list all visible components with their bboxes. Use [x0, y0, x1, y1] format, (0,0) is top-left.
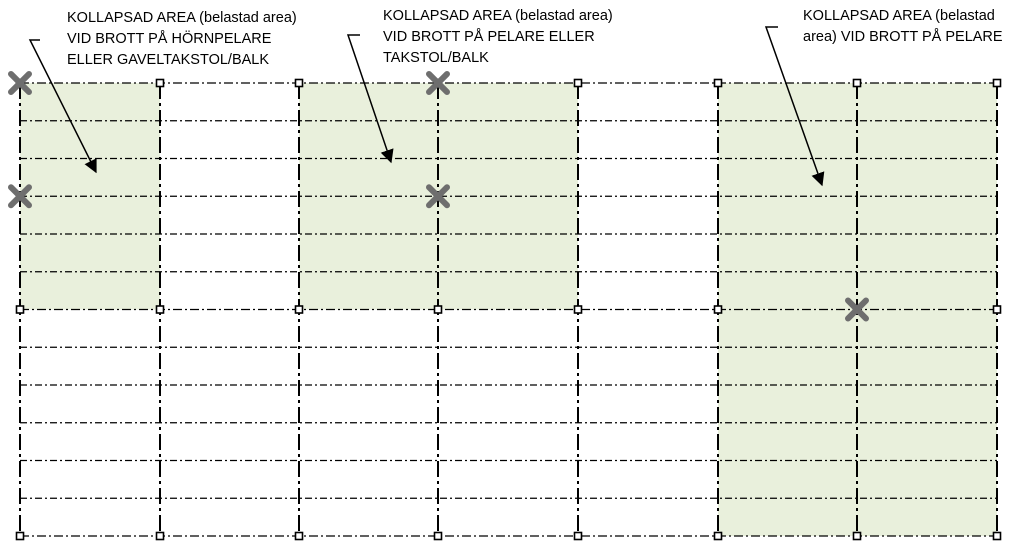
- label-leaders: [28, 26, 825, 187]
- failure-markers: [8, 71, 869, 322]
- label-column-line1: KOLLAPSAD AREA (belastad: [803, 8, 995, 24]
- column-node: [713, 78, 723, 88]
- label-corner-line3: ELLER GAVELTAKSTOL/BALK: [67, 52, 270, 68]
- label-column-collapse: KOLLAPSAD AREA (belastad area) VID BROTT…: [803, 6, 1003, 48]
- leader-column: [764, 26, 825, 187]
- failure-cross-stroke: [8, 71, 32, 95]
- failure-cross-truss-mid: [426, 184, 450, 209]
- column-node: [852, 531, 862, 541]
- column-node: [155, 78, 165, 88]
- label-column-or-truss-line1: KOLLAPSAD AREA (belastad area): [383, 8, 613, 24]
- label-corner-line1: KOLLAPSAD AREA (belastad area): [67, 10, 297, 26]
- leader-corner: [28, 39, 97, 174]
- column-node: [294, 78, 304, 88]
- failure-cross-stroke: [426, 184, 450, 209]
- column-node: [713, 531, 723, 541]
- column-node: [852, 78, 862, 88]
- column-node: [573, 78, 583, 88]
- column-node: [573, 531, 583, 541]
- label-column-or-truss-collapse: KOLLAPSAD AREA (belastad area) VID BROTT…: [383, 6, 613, 69]
- column-node: [433, 305, 443, 314]
- failure-cross-stroke: [845, 297, 869, 322]
- failure-cross-gable-mid: [8, 184, 32, 209]
- leader-column-or-truss: [346, 34, 394, 164]
- failure-cross-column: [845, 297, 869, 322]
- column-node: [992, 78, 1002, 88]
- label-corner-line2: VID BROTT PÅ HÖRNPELARE: [67, 31, 272, 47]
- failure-cross-corner-top: [8, 71, 32, 95]
- column-node: [573, 305, 583, 314]
- column-node: [15, 531, 25, 541]
- column-node: [713, 305, 723, 314]
- column-node: [992, 531, 1002, 541]
- failure-cross-stroke: [426, 71, 450, 95]
- label-column-or-truss-line2: VID BROTT PÅ PELARE ELLER: [383, 29, 595, 45]
- column-node: [15, 305, 25, 314]
- column-node: [155, 531, 165, 541]
- column-node: [155, 305, 165, 314]
- failure-cross-stroke: [8, 184, 32, 209]
- label-column-line2: area) VID BROTT PÅ PELARE: [803, 29, 1003, 45]
- column-node: [433, 531, 443, 541]
- label-corner-collapse: KOLLAPSAD AREA (belastad area) VID BROTT…: [67, 8, 297, 71]
- failure-cross-truss-top: [426, 71, 450, 95]
- column-node: [294, 531, 304, 541]
- column-node: [992, 305, 1002, 314]
- label-column-or-truss-line3: TAKSTOL/BALK: [383, 50, 489, 66]
- column-node: [294, 305, 304, 314]
